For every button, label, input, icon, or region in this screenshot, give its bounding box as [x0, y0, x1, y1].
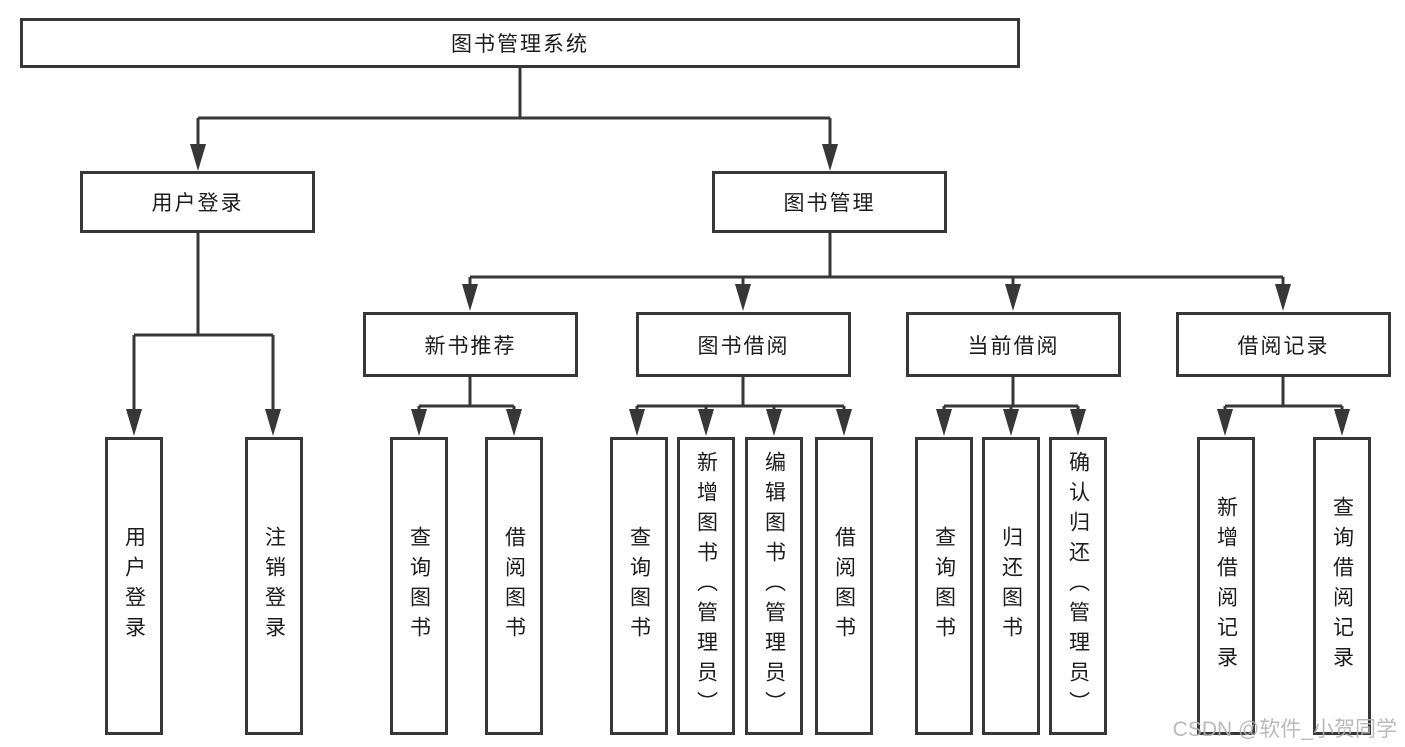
leaf-records-add-record: 新增借阅记录 [1197, 437, 1255, 735]
node-borrow-records: 借阅记录 [1176, 312, 1391, 377]
leaf-borrow-borrow-books-label: 借阅图书 [832, 526, 856, 646]
arrow-down-icon [1005, 284, 1021, 311]
leaf-borrow-query-books-label: 查询图书 [627, 526, 651, 646]
leaf-current-query-books: 查询图书 [915, 437, 973, 735]
arrow-down-icon [190, 144, 206, 171]
node-borrow-records-label: 借阅记录 [1237, 334, 1330, 358]
arrow-down-icon [1217, 409, 1233, 436]
arrow-down-icon [698, 409, 714, 436]
leaf-records-query-record: 查询借阅记录 [1313, 437, 1371, 735]
node-current-borrow-label: 当前借阅 [967, 334, 1060, 358]
node-current-borrow: 当前借阅 [906, 312, 1121, 377]
arrow-down-icon [836, 409, 852, 436]
arrow-down-icon [1275, 284, 1291, 311]
leaf-current-confirm-return-label: 确认归还（管理员） [1066, 451, 1090, 721]
arrow-down-icon [766, 409, 782, 436]
node-book-management: 图书管理 [712, 171, 947, 233]
arrow-down-icon [936, 409, 952, 436]
leaf-borrow-query-books: 查询图书 [610, 437, 668, 735]
leaf-current-return-books-label: 归还图书 [999, 526, 1023, 646]
node-book-borrow-label: 图书借阅 [697, 334, 790, 358]
arrow-down-icon [506, 409, 522, 436]
leaf-newbook-borrow-books: 借阅图书 [485, 437, 543, 735]
leaf-current-return-books: 归还图书 [982, 437, 1040, 735]
leaf-user-login: 用户登录 [105, 437, 163, 735]
leaf-logout-label: 注销登录 [262, 526, 286, 646]
node-user-login: 用户登录 [80, 171, 315, 233]
leaf-records-add-record-label: 新增借阅记录 [1214, 496, 1238, 676]
arrow-down-icon [1003, 409, 1019, 436]
arrow-down-icon [1334, 409, 1350, 436]
node-new-book-recommend-label: 新书推荐 [424, 334, 517, 358]
leaf-newbook-query-books: 查询图书 [390, 437, 448, 735]
arrow-down-icon [735, 284, 751, 311]
node-user-login-label: 用户登录 [151, 192, 244, 215]
arrow-down-icon [629, 409, 645, 436]
leaf-borrow-edit-books: 编辑图书（管理员） [745, 437, 803, 735]
leaf-borrow-add-books: 新增图书（管理员） [677, 437, 735, 735]
arrow-down-icon [462, 284, 478, 311]
arrow-down-icon [1070, 409, 1086, 436]
leaf-newbook-borrow-books-label: 借阅图书 [502, 526, 526, 646]
leaf-records-query-record-label: 查询借阅记录 [1330, 496, 1354, 676]
leaf-user-login-label: 用户登录 [122, 526, 146, 646]
node-new-book-recommend: 新书推荐 [363, 312, 578, 377]
leaf-borrow-borrow-books: 借阅图书 [815, 437, 873, 735]
arrow-down-icon [411, 409, 427, 436]
arrow-down-icon [822, 144, 838, 171]
node-book-borrow: 图书借阅 [636, 312, 851, 377]
node-root: 图书管理系统 [20, 18, 1020, 68]
arrow-down-icon [126, 409, 142, 436]
node-book-management-label: 图书管理 [783, 192, 876, 215]
leaf-logout: 注销登录 [245, 437, 303, 735]
leaf-borrow-edit-books-label: 编辑图书（管理员） [762, 451, 786, 721]
arrow-down-icon [265, 409, 281, 436]
csdn-watermark: CSDN @软件_小贺同学 [1172, 718, 1397, 741]
leaf-newbook-query-books-label: 查询图书 [407, 526, 431, 646]
leaf-current-confirm-return: 确认归还（管理员） [1049, 437, 1107, 735]
leaf-current-query-books-label: 查询图书 [932, 526, 956, 646]
node-root-label: 图书管理系统 [451, 33, 589, 56]
leaf-borrow-add-books-label: 新增图书（管理员） [694, 451, 718, 721]
